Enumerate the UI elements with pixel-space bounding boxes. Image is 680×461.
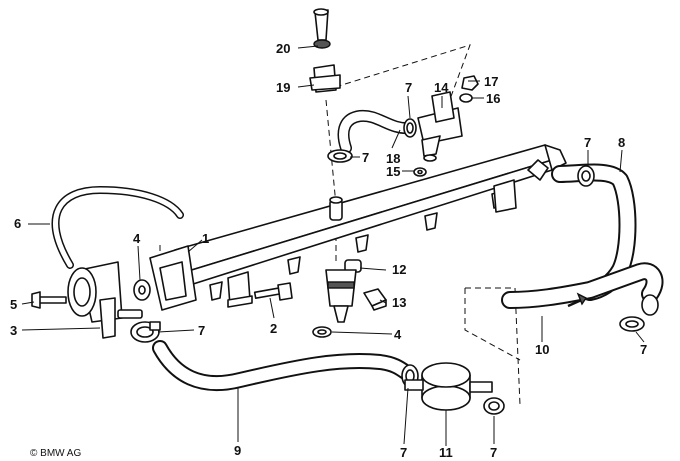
callout-6: 6 bbox=[14, 216, 21, 231]
callout-16: 16 bbox=[486, 91, 500, 106]
screw-2 bbox=[253, 282, 293, 301]
clamp-7-right-bottom bbox=[619, 294, 659, 332]
callout-1: 1 bbox=[202, 231, 209, 246]
callout-10: 10 bbox=[535, 342, 549, 357]
callout-9: 9 bbox=[234, 443, 241, 458]
callout-13: 13 bbox=[392, 295, 406, 310]
injector-12 bbox=[325, 259, 362, 323]
callout-18: 18 bbox=[386, 151, 400, 166]
callout-labels: 20 19 7 14 17 16 7 18 15 7 8 6 1 4 5 3 2… bbox=[10, 41, 647, 460]
o-ring-4-injector bbox=[312, 326, 332, 338]
callout-19: 19 bbox=[276, 80, 290, 95]
callout-20: 20 bbox=[276, 41, 290, 56]
valve-14 bbox=[417, 91, 463, 162]
callout-7-right-bottom: 7 bbox=[640, 342, 647, 357]
callout-12: 12 bbox=[392, 262, 406, 277]
washer-4-regulator bbox=[133, 279, 151, 301]
cap-20 bbox=[313, 8, 331, 49]
clamp-7-upper bbox=[327, 149, 353, 163]
callout-15: 15 bbox=[386, 164, 400, 179]
callout-8: 8 bbox=[618, 135, 625, 150]
callout-7-upper: 7 bbox=[362, 150, 369, 165]
nut-17 bbox=[461, 75, 479, 91]
callout-5: 5 bbox=[10, 297, 17, 312]
filter-11 bbox=[404, 362, 493, 411]
clamp-7-right-top bbox=[577, 165, 595, 187]
connector-19 bbox=[309, 64, 341, 93]
callout-3: 3 bbox=[10, 323, 17, 338]
callout-4-regulator: 4 bbox=[133, 231, 141, 246]
bolt-5 bbox=[31, 291, 67, 309]
hose-6 bbox=[51, 186, 184, 269]
callout-2: 2 bbox=[270, 321, 277, 336]
leader-lines bbox=[21, 45, 645, 446]
hose-9 bbox=[152, 340, 418, 392]
clamp-7-valve bbox=[403, 118, 417, 138]
callout-7-bottom-right: 7 bbox=[490, 445, 497, 460]
hose-18 bbox=[337, 109, 416, 154]
clamp-7-bottom-right bbox=[483, 397, 505, 415]
callout-11: 11 bbox=[439, 445, 453, 460]
fuel-rail bbox=[149, 144, 567, 311]
clamp-7-left bbox=[130, 321, 161, 343]
callout-7-left: 7 bbox=[198, 323, 205, 338]
callout-17: 17 bbox=[484, 74, 498, 89]
hose-10 bbox=[501, 262, 664, 309]
copyright-notice: © BMW AG bbox=[30, 448, 81, 459]
callout-7-bottom-mid: 7 bbox=[400, 445, 407, 460]
callout-4-injector: 4 bbox=[394, 327, 402, 342]
callout-7-right-top: 7 bbox=[584, 135, 591, 150]
pressure-regulator bbox=[67, 261, 143, 339]
callout-7-valve: 7 bbox=[405, 80, 412, 95]
washer-15 bbox=[413, 167, 427, 177]
clip-13 bbox=[363, 288, 387, 311]
callout-14: 14 bbox=[434, 80, 449, 95]
washer-16 bbox=[459, 93, 473, 103]
